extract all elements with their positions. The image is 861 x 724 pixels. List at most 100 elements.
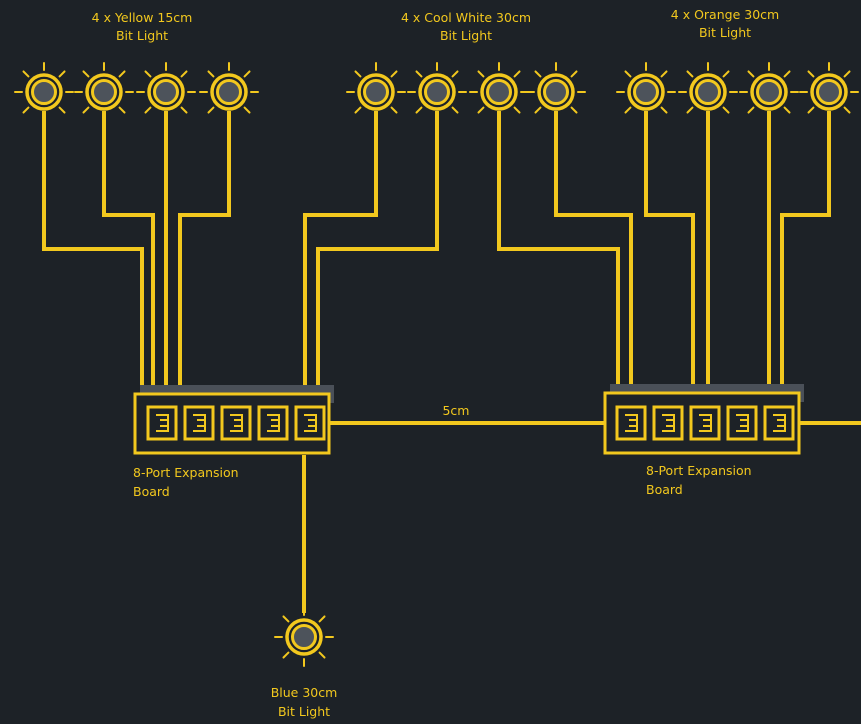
port-icon [220, 405, 252, 441]
port-icon [257, 405, 289, 441]
bulb-core [633, 79, 659, 105]
bulb-core [424, 79, 450, 105]
port-slot [156, 414, 169, 432]
wire-orange-4 [780, 111, 831, 392]
bit-light-icon [678, 62, 738, 114]
port-frame [294, 405, 326, 441]
bit-light-icon [526, 62, 586, 114]
bulb-ray [390, 70, 398, 78]
bulb-ray [747, 106, 755, 114]
bulb-ring [810, 73, 848, 111]
bulb-ray [451, 70, 459, 78]
bulb-core [31, 79, 57, 105]
port-frame [652, 405, 684, 441]
bulb-ray [686, 70, 694, 78]
port-frame [726, 405, 758, 441]
port-slot [193, 414, 206, 432]
port-icon [183, 405, 215, 441]
bulb-ray [318, 651, 326, 659]
bulb-ray [58, 106, 66, 114]
board-left-label-line2: Board [133, 484, 170, 499]
wire-yellow-2 [102, 111, 155, 392]
port-slot [773, 414, 786, 432]
bit-light-icon [14, 62, 74, 114]
board-right-label-line1: 8-Port Expansion [646, 463, 752, 478]
bulb-ray [624, 106, 632, 114]
port-icon [652, 405, 684, 441]
port-icon [294, 405, 326, 441]
link-length-label: 5cm [442, 403, 469, 418]
yellow-group-label-line1: 4 x Yellow 15cm [92, 10, 193, 25]
bulb-core [486, 79, 512, 105]
bulb-ray [513, 106, 521, 114]
wire-white-2 [316, 111, 439, 392]
expansion-board-left [133, 385, 334, 455]
board-left-label-line1: 8-Port Expansion [133, 465, 239, 480]
yellow-group-label-line2: Bit Light [116, 28, 168, 43]
bulb-ray [144, 70, 152, 78]
board-right-label-line2: Board [646, 482, 683, 497]
bulb-ring [357, 73, 395, 111]
orange-group-label-line1: 4 x Orange 30cm [671, 7, 779, 22]
bulb-ring [480, 73, 518, 111]
bulb-ray [282, 615, 290, 623]
expansion-board-right [603, 384, 804, 455]
bulb-ring [25, 73, 63, 111]
bit-light-icon [136, 62, 196, 114]
bulb-ray [207, 106, 215, 114]
bulb-ray [318, 615, 326, 623]
bulb-core [756, 79, 782, 105]
port-slot [736, 414, 749, 432]
bulb-ray [243, 70, 251, 78]
port-slot [662, 414, 675, 432]
bit-light-icon [74, 62, 134, 114]
bulb-ray [783, 106, 791, 114]
port-frame [183, 405, 215, 441]
bulb-core [543, 79, 569, 105]
bit-light-icon [616, 62, 676, 114]
blue-bit-light-icon [274, 607, 334, 667]
port-icon [146, 405, 178, 441]
port-icon [689, 405, 721, 441]
port-slot [304, 414, 317, 432]
bulb-ring [285, 618, 323, 656]
bulb-ray [477, 70, 485, 78]
port-frame [220, 405, 252, 441]
wire-white-3 [497, 111, 620, 392]
bulb-ray [243, 106, 251, 114]
bulb-ray [534, 70, 542, 78]
bulb-ray [180, 70, 188, 78]
bulb-ray [207, 70, 215, 78]
bulb-ray [58, 70, 66, 78]
bulb-ray [390, 106, 398, 114]
bit-light-icon [799, 62, 859, 114]
port-frame [146, 405, 178, 441]
bulb-core [91, 79, 117, 105]
bulb-ray [22, 70, 30, 78]
white-group-label-line2: Bit Light [440, 28, 492, 43]
bulb-ray [118, 106, 126, 114]
bulb-ray [354, 70, 362, 78]
port-frame [763, 405, 795, 441]
bulb-ray [843, 70, 851, 78]
port-slot [625, 414, 638, 432]
bulb-core [291, 624, 317, 650]
port-icon [615, 405, 647, 441]
bulb-ray [660, 106, 668, 114]
bulb-core [363, 79, 389, 105]
bulb-ray [807, 70, 815, 78]
port-frame [689, 405, 721, 441]
bulb-ray [451, 106, 459, 114]
bulb-ring [147, 73, 185, 111]
wire-orange-1 [644, 111, 695, 392]
port-icon [726, 405, 758, 441]
wire-white-4 [554, 111, 633, 392]
orange-group-label-line2: Bit Light [699, 25, 751, 40]
port-slot [699, 414, 712, 432]
bulb-ray [534, 106, 542, 114]
bulb-ray [686, 106, 694, 114]
bulb-ray [82, 70, 90, 78]
bulb-ray [118, 70, 126, 78]
bulb-ray [282, 651, 290, 659]
